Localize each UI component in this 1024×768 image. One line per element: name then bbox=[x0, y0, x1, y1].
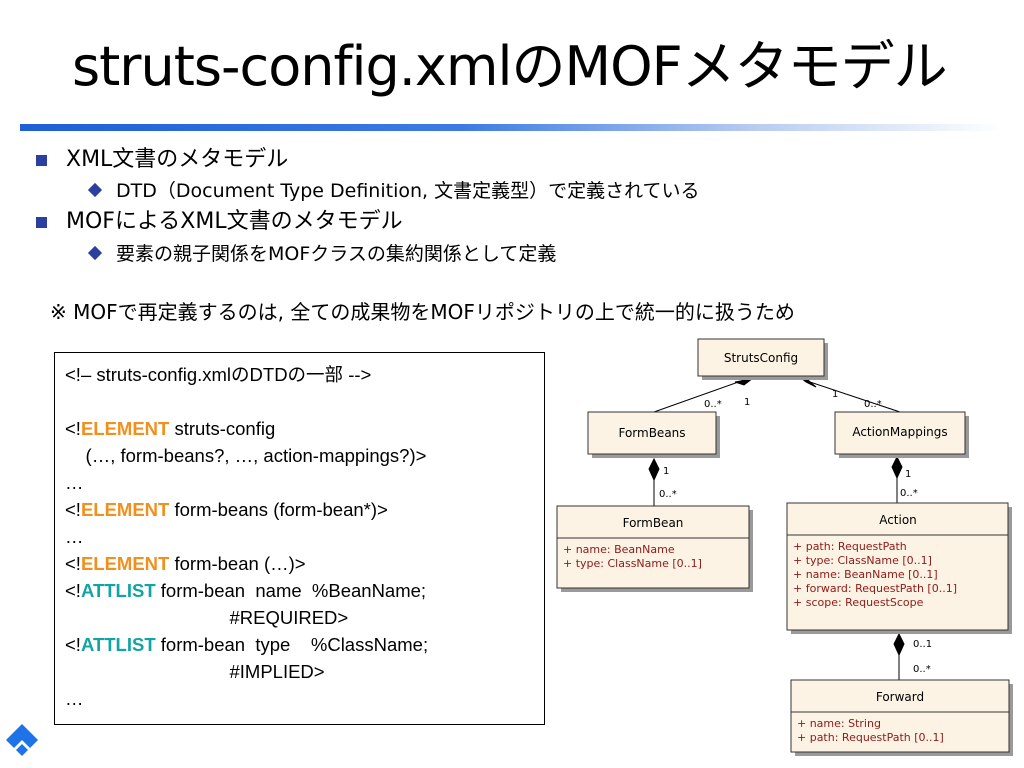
dtd-code-box: <!– struts-config.xmlのDTDの一部 --> <!ELEME… bbox=[54, 352, 545, 725]
code-line: <!ELEMENT struts-config bbox=[65, 418, 276, 439]
keyword-element: ELEMENT bbox=[80, 418, 170, 439]
code-line: #REQUIRED> bbox=[65, 607, 349, 628]
class-attribute: + name: String bbox=[797, 717, 881, 730]
class-attribute: + type: ClassName [0..1] bbox=[793, 554, 932, 567]
class-action: Action + path: RequestPath + type: Class… bbox=[786, 502, 1012, 634]
class-attribute: + type: ClassName [0..1] bbox=[563, 557, 702, 570]
title-divider bbox=[20, 124, 1004, 131]
diamond-logo-icon bbox=[6, 724, 38, 756]
composition-diamond-icon bbox=[893, 632, 905, 657]
code-ellipsis: … bbox=[65, 526, 84, 547]
class-attribute: + path: RequestPath [0..1] bbox=[797, 731, 944, 744]
aggregation-line-formbeans bbox=[653, 379, 745, 413]
class-attribute: + path: RequestPath bbox=[793, 540, 907, 553]
code-comment: <!– struts-config.xmlのDTDの一部 --> bbox=[65, 364, 372, 385]
class-name: FormBeans bbox=[618, 426, 685, 440]
code-line: <!ATTLIST form-bean name %BeanName; bbox=[65, 580, 427, 601]
composition-diamond-icon bbox=[891, 455, 903, 480]
code-line: <!ELEMENT form-beans (form-bean*)> bbox=[65, 499, 388, 520]
class-name: FormBean bbox=[623, 516, 684, 530]
class-name: ActionMappings bbox=[852, 425, 947, 439]
note-text: ※ MOFで再定義するのは, 全ての成果物をMOFリポジトリの上で統一的に扱うた… bbox=[50, 300, 795, 324]
multiplicity-label: 0..* bbox=[659, 489, 677, 500]
keyword-attlist: ATTLIST bbox=[80, 580, 156, 601]
subbullet-aggregation: 要素の親子関係をMOFクラスの集約関係として定義 bbox=[87, 241, 556, 267]
keyword-attlist: ATTLIST bbox=[80, 634, 156, 655]
class-name: Forward bbox=[876, 690, 924, 704]
square-bullet-icon bbox=[36, 155, 47, 166]
class-name: Action bbox=[879, 513, 917, 527]
code-line: <!ATTLIST form-bean type %ClassName; bbox=[65, 634, 429, 655]
multiplicity-label: 0..* bbox=[913, 664, 931, 675]
class-formbeans: FormBeans bbox=[587, 411, 720, 458]
multiplicity-label: 0..* bbox=[900, 488, 918, 499]
multiplicity-label: 1 bbox=[744, 397, 750, 408]
multiplicity-label: 1 bbox=[905, 469, 911, 480]
square-bullet-icon bbox=[36, 217, 47, 228]
class-actionmappings: ActionMappings bbox=[834, 411, 969, 458]
multiplicity-label: 0..* bbox=[864, 399, 882, 410]
keyword-element: ELEMENT bbox=[80, 499, 170, 520]
multiplicity-label: 1 bbox=[663, 466, 669, 477]
multiplicity-label: 1 bbox=[832, 389, 838, 400]
class-attribute: + forward: RequestPath [0..1] bbox=[793, 582, 957, 595]
keyword-element: ELEMENT bbox=[80, 553, 170, 574]
class-strutsconfig: StrutsConfig bbox=[697, 338, 828, 380]
bullet-mof-metamodel: MOFによるXML文書のメタモデル bbox=[36, 208, 403, 236]
multiplicity-label: 0..1 bbox=[913, 639, 932, 650]
subbullet-dtd: DTD（Document Type Definition, 文書定義型）で定義さ… bbox=[87, 178, 700, 204]
aggregation-line-actionmappings bbox=[803, 379, 901, 413]
code-line: (…, form-beans?, …, action-mappings?)> bbox=[65, 445, 427, 466]
code-ellipsis: … bbox=[65, 472, 84, 493]
class-attribute: + name: BeanName bbox=[563, 543, 675, 556]
slide-title: struts-config.xmlのMOFメタモデル bbox=[72, 35, 948, 98]
class-name: StrutsConfig bbox=[724, 351, 798, 365]
class-forward: Forward + name: String + path: RequestPa… bbox=[790, 679, 1013, 756]
code-line: #IMPLIED> bbox=[65, 661, 325, 682]
class-attribute: + scope: RequestScope bbox=[793, 596, 924, 609]
class-formbean: FormBean + name: BeanName + type: ClassN… bbox=[556, 505, 753, 592]
bullet-xml-metamodel: XML文書のメタモデル bbox=[36, 146, 288, 174]
code-ellipsis: … bbox=[65, 688, 84, 709]
multiplicity-label: 0..* bbox=[704, 399, 722, 410]
code-line: <!ELEMENT form-bean (…)> bbox=[65, 553, 306, 574]
class-attribute: + name: BeanName [0..1] bbox=[793, 568, 938, 581]
composition-diamond-icon bbox=[648, 457, 660, 482]
